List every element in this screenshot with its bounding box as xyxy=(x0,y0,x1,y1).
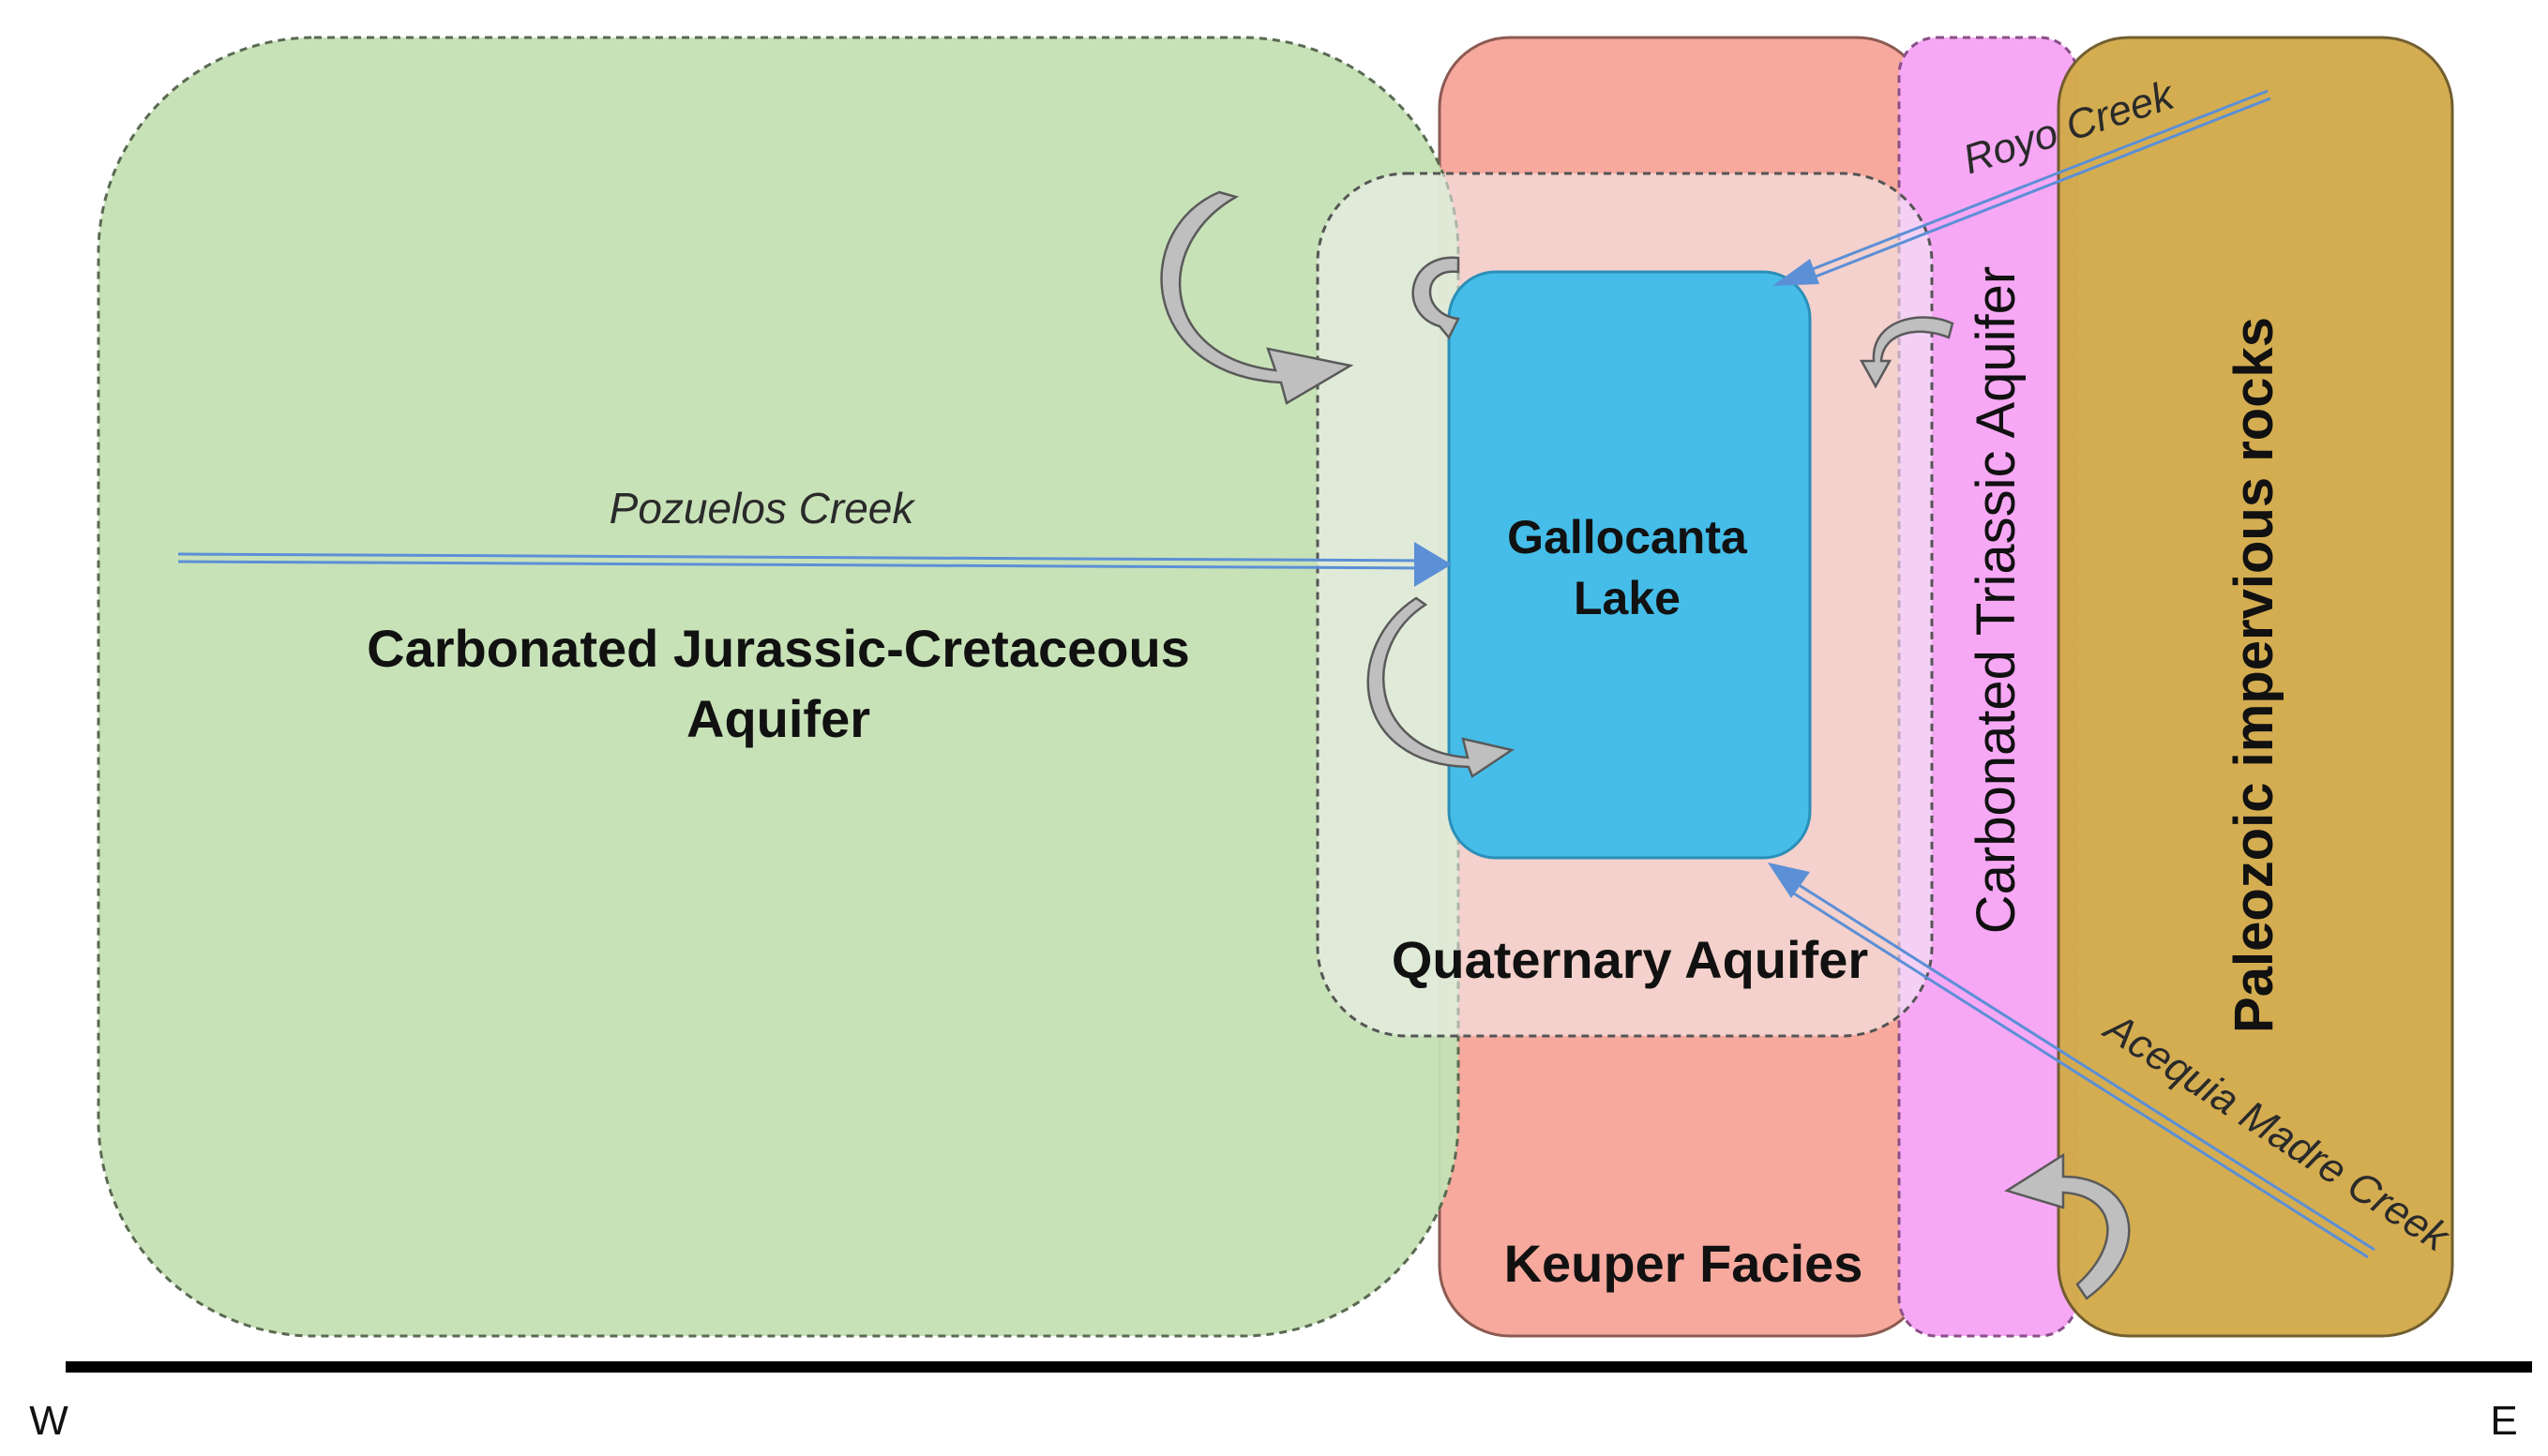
lake-label-line1: Gallocanta xyxy=(1507,511,1748,563)
pozuelos-creek-label: Pozuelos Creek xyxy=(610,484,916,533)
quaternary-label: Quaternary Aquifer xyxy=(1392,930,1868,989)
paleozoic-label: Paleozoic impervious rocks xyxy=(2224,317,2284,1033)
keuper-label: Keuper Facies xyxy=(1504,1234,1863,1293)
curved-arrow-icon xyxy=(1859,316,1954,389)
jurassic-label-line2: Aquifer xyxy=(686,689,870,748)
gallocanta-lake xyxy=(1447,270,1812,860)
jurassic-aquifer-block xyxy=(97,36,1460,1338)
east-label: E xyxy=(2490,1398,2517,1444)
pozuelos-creek-arrow xyxy=(177,542,1452,587)
curved-arrow-icon xyxy=(2004,1152,2131,1300)
paleozoic-block xyxy=(2057,36,2454,1338)
lake-label-line2: Lake xyxy=(1574,572,1681,624)
curved-arrow-icon xyxy=(1411,256,1460,340)
west-label: W xyxy=(29,1398,68,1444)
curved-arrow-icon xyxy=(1160,190,1354,405)
ground-line xyxy=(66,1361,2532,1373)
jurassic-label-line1: Carbonated Jurassic-Cretaceous xyxy=(367,619,1190,678)
royo-creek-arrow xyxy=(1772,89,2271,286)
acequia-madre-creek-arrow xyxy=(1768,863,2375,1259)
triassic-aquifer-block xyxy=(1897,36,2079,1338)
curved-arrow-icon xyxy=(1366,596,1515,778)
triassic-label: Carbonated Triassic Aquifer xyxy=(1966,266,2027,934)
